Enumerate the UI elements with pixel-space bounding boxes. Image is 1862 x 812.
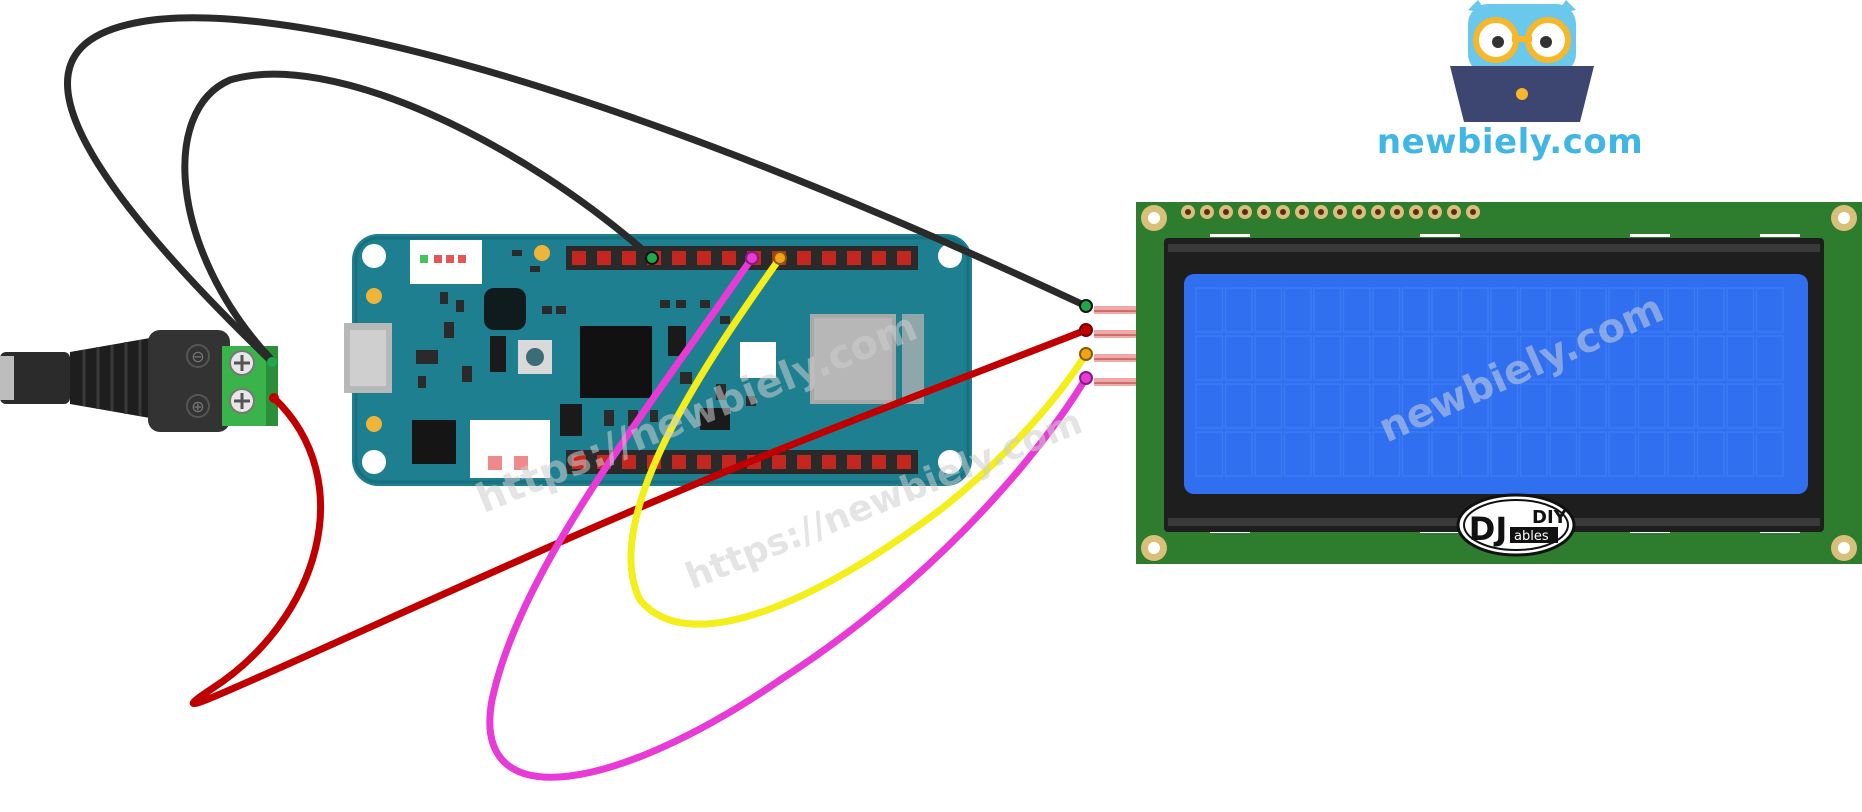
wire-black-board-gnd — [181, 70, 656, 362]
wire-black-lcd-gnd — [64, 14, 1090, 366]
minus-mark: ⊖ — [191, 347, 204, 366]
lcd-cell — [1283, 287, 1312, 333]
lcd-cell — [1283, 431, 1312, 477]
lcd-cell — [1726, 335, 1755, 381]
lcd-cell — [1224, 383, 1253, 429]
wire-yellow-sda — [627, 254, 1090, 628]
lcd-cell — [1578, 287, 1607, 333]
lcd-cell — [1224, 431, 1253, 477]
lcd-cell — [1254, 335, 1283, 381]
lcd-cell — [1726, 383, 1755, 429]
lcd-cell — [1372, 383, 1401, 429]
lcd-cell — [1519, 287, 1548, 333]
lcd-cell — [1431, 335, 1460, 381]
lcd-cell — [1519, 431, 1548, 477]
newbiely-owl-logo — [1450, 0, 1594, 122]
lcd-cell — [1490, 287, 1519, 333]
lcd-cell — [1667, 335, 1696, 381]
lcd-cell — [1342, 287, 1371, 333]
lcd-cell — [1755, 287, 1784, 333]
lcd-cell — [1283, 335, 1312, 381]
lcd-cell — [1460, 383, 1489, 429]
lcd-cell — [1401, 431, 1430, 477]
lcd-cell — [1490, 383, 1519, 429]
lcd-cell — [1195, 383, 1224, 429]
lcd-cell — [1578, 431, 1607, 477]
lcd-cell — [1549, 383, 1578, 429]
lcd-cell — [1637, 287, 1666, 333]
lcd-cell — [1696, 383, 1725, 429]
lcd-cell — [1755, 431, 1784, 477]
lcd-cell — [1431, 383, 1460, 429]
lcd-cell — [1401, 287, 1430, 333]
lcd-cell — [1431, 431, 1460, 477]
brand-text: newbiely.com — [1376, 122, 1644, 162]
lcd-cell — [1549, 431, 1578, 477]
lcd-cell — [1401, 335, 1430, 381]
lcd-cell — [1667, 431, 1696, 477]
lcd-cell — [1490, 335, 1519, 381]
lcd-cell — [1431, 287, 1460, 333]
lcd-cell — [1254, 287, 1283, 333]
lcd-cell — [1608, 431, 1637, 477]
wires — [64, 14, 1093, 781]
lcd-cell — [1224, 335, 1253, 381]
wire-red-vcc — [189, 326, 1090, 708]
lcd-cell — [1696, 287, 1725, 333]
diyables-logo: DJ DIY ables — [1456, 493, 1576, 557]
lcd-cell — [1755, 383, 1784, 429]
lcd-cell — [1283, 383, 1312, 429]
lcd-cell — [1608, 287, 1637, 333]
lcd-cell — [1224, 287, 1253, 333]
lcd-cell — [1755, 335, 1784, 381]
lcd-cell — [1372, 287, 1401, 333]
dc-power-jack: ⊖ ⊕ — [0, 330, 230, 432]
lcd-cell — [1342, 431, 1371, 477]
lcd-cell — [1637, 431, 1666, 477]
lcd-cell — [1578, 335, 1607, 381]
diyables-diy-text: DIY — [1532, 507, 1568, 528]
lcd-cell — [1460, 335, 1489, 381]
lcd-cell — [1195, 335, 1224, 381]
lcd-cell — [1726, 287, 1755, 333]
lcd-cell — [1342, 383, 1371, 429]
lcd-cell — [1372, 431, 1401, 477]
lcd-cell — [1313, 335, 1342, 381]
plus-mark: ⊕ — [191, 397, 204, 416]
lcd-cell — [1637, 335, 1666, 381]
lcd-module: DJ DIY ables — [1094, 202, 1862, 564]
diyables-mark: DJ — [1469, 510, 1507, 548]
lcd-cell — [1696, 431, 1725, 477]
lcd-cell — [1667, 287, 1696, 333]
lcd-cell — [1401, 383, 1430, 429]
lcd-character-grid — [1195, 287, 1784, 477]
lcd-cell — [1372, 335, 1401, 381]
lcd-cell — [1313, 287, 1342, 333]
lcd-cell — [1254, 383, 1283, 429]
lcd-cell — [1549, 287, 1578, 333]
lcd-cell — [1313, 383, 1342, 429]
lcd-cell — [1696, 335, 1725, 381]
lcd-cell — [1460, 287, 1489, 333]
lcd-cell — [1460, 431, 1489, 477]
lcd-cell — [1667, 383, 1696, 429]
lcd-cell — [1726, 431, 1755, 477]
lcd-cell — [1637, 383, 1666, 429]
lcd-cell — [1549, 335, 1578, 381]
lcd-cell — [1519, 383, 1548, 429]
lcd-cell — [1578, 383, 1607, 429]
lcd-cell — [1608, 335, 1637, 381]
lcd-cell — [1313, 431, 1342, 477]
lcd-cell — [1519, 335, 1548, 381]
lcd-cell — [1608, 383, 1637, 429]
lcd-cell — [1342, 335, 1371, 381]
lcd-cell — [1254, 431, 1283, 477]
lcd-cell — [1490, 431, 1519, 477]
wire-magenta-scl — [486, 254, 1090, 781]
diyables-ables-text: ables — [1514, 529, 1549, 544]
lcd-cell — [1195, 431, 1224, 477]
lcd-cell — [1195, 287, 1224, 333]
